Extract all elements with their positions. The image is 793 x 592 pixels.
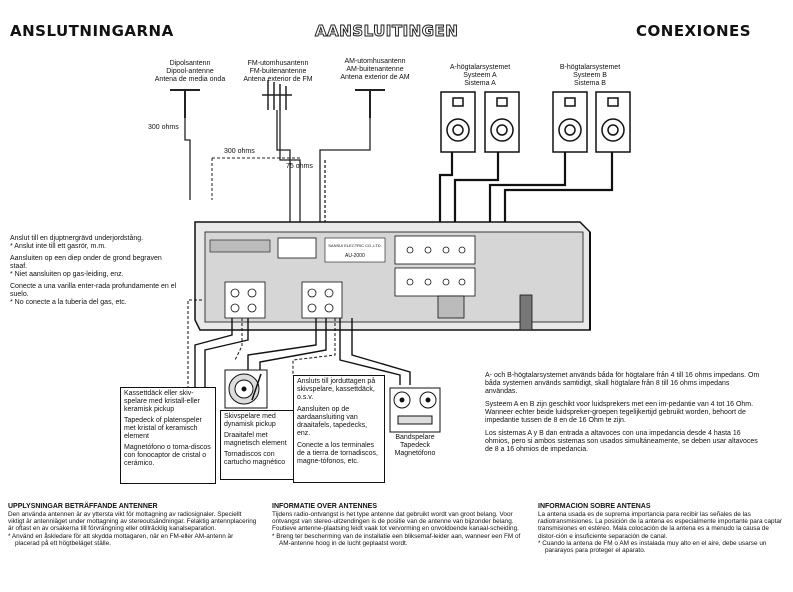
box-ground-terminals: Ansluts till jorduttagen på skivspelare,… — [293, 375, 385, 483]
header-spanish: CONEXIONES — [636, 22, 752, 40]
speaker-b-right-icon — [595, 91, 631, 153]
fm-antenna-icon — [262, 80, 292, 110]
receiver-model: AU-2000 — [345, 253, 365, 259]
antenna-notes-dutch: INFORMATIE OVER ANTENNES Tijdens radio-o… — [272, 503, 521, 547]
box-magnetic-turntable: Skivspelare med dynamisk pickup Draaitaf… — [220, 410, 298, 480]
dipole-antenna-icon — [170, 89, 200, 118]
am-impedance: 75 ohms — [286, 163, 313, 170]
am-antenna-icon — [355, 89, 385, 118]
fm-impedance: 300 ohms — [224, 148, 255, 155]
receiver-maker: SANSUI ELECTRIC CO.,LTD. — [328, 243, 382, 248]
ground-instructions: Anslut till en djuptnergrävd underjordst… — [10, 235, 177, 306]
header-dutch: AANSLUITINGEN — [314, 22, 459, 41]
turntable-icon — [224, 369, 268, 409]
speaker-impedance-info: A- och B-högtalarsystemet används båda f… — [485, 372, 760, 453]
dipole-impedance: 300 ohms — [148, 124, 179, 131]
antenna-notes-swedish: UPPLYSNINGAR BETRÄFFANDE ANTENNER Den an… — [8, 503, 257, 547]
speaker-a-left-icon — [440, 91, 476, 153]
header-swedish: ANSLUTNINGARNA — [10, 22, 174, 40]
receiver-rear-panel — [194, 221, 591, 331]
speaker-a-right-icon — [484, 91, 520, 153]
antenna-notes-spanish: INFORMACION SOBRE ANTENAS La antena usad… — [538, 503, 783, 555]
box-crystal-ceramic-inputs: Kassettdäck eller skiv-spelare med krist… — [120, 387, 216, 484]
speaker-b-left-icon — [552, 91, 588, 153]
tape-deck-icon — [389, 387, 441, 433]
